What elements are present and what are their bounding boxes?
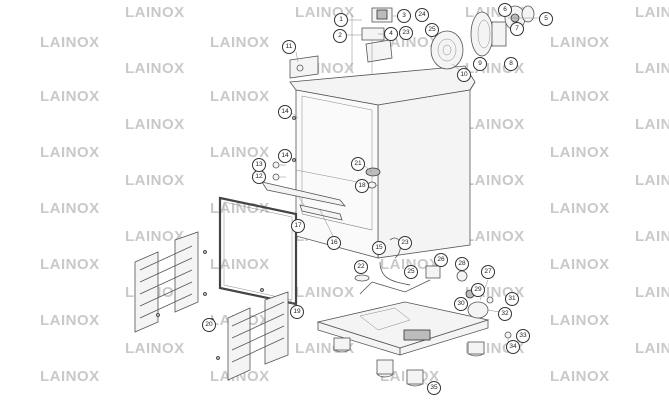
watermark-text: LAINOX — [635, 228, 669, 245]
water-pipes — [354, 237, 441, 295]
watermark-text: LAINOX — [465, 228, 525, 245]
watermark-text: LAINOX — [125, 116, 185, 133]
watermark-text: LAINOX — [40, 200, 100, 217]
watermark-text: LAINOX — [550, 200, 610, 217]
watermark-text: LAINOX — [125, 4, 185, 21]
callout-16: 16 — [327, 236, 341, 250]
callout-23: 23 — [399, 26, 413, 40]
door-gasket — [218, 196, 298, 306]
watermark-text: LAINOX — [40, 368, 100, 385]
callout-15: 15 — [372, 241, 386, 255]
watermark-text: LAINOX — [125, 60, 185, 77]
callout-8: 8 — [504, 57, 518, 71]
callout-14-lower: 14 — [278, 149, 292, 163]
callout-33: 33 — [516, 329, 530, 343]
callout-32: 32 — [498, 307, 512, 321]
callout-4: 4 — [384, 27, 398, 41]
callout-19: 19 — [290, 305, 304, 319]
callout-28: 28 — [455, 257, 469, 271]
watermark-text: LAINOX — [635, 60, 669, 77]
callout-7: 7 — [510, 22, 524, 36]
watermark-text: LAINOX — [550, 144, 610, 161]
callout-25: 25 — [425, 23, 439, 37]
callout-11: 11 — [282, 40, 296, 54]
callout-5: 5 — [539, 12, 553, 26]
callout-18: 18 — [355, 179, 369, 193]
rack-right — [227, 291, 289, 381]
oven-base — [316, 301, 490, 387]
watermark-text: LAINOX — [550, 312, 610, 329]
watermark-text: LAINOX — [210, 144, 270, 161]
callout-35: 35 — [427, 381, 441, 395]
watermark-text: LAINOX — [635, 172, 669, 189]
watermark-text: LAINOX — [40, 88, 100, 105]
watermark-text: LAINOX — [210, 34, 270, 51]
watermark-text: LAINOX — [40, 144, 100, 161]
callout-27: 27 — [481, 265, 495, 279]
watermark-text: LAINOX — [550, 88, 610, 105]
oven-body — [289, 65, 476, 259]
watermark-text: LAINOX — [295, 284, 355, 301]
callout-21: 21 — [351, 157, 365, 171]
callout-24: 24 — [415, 8, 429, 22]
top-assembly — [289, 7, 393, 79]
callout-14: 14 — [278, 105, 292, 119]
callout-29: 29 — [471, 283, 485, 297]
callout-34: 34 — [506, 340, 520, 354]
callout-30: 30 — [454, 297, 468, 311]
watermark-text: LAINOX — [40, 256, 100, 273]
watermark-text: LAINOX — [380, 256, 440, 273]
hinge-pins — [272, 161, 286, 181]
watermark-text: LAINOX — [125, 340, 185, 357]
callout-9: 9 — [473, 57, 487, 71]
watermark-text: LAINOX — [40, 34, 100, 51]
watermark-text: LAINOX — [635, 340, 669, 357]
watermark-text: LAINOX — [210, 88, 270, 105]
callout-13: 13 — [252, 158, 266, 172]
callout-23-lower: 23 — [398, 236, 412, 250]
watermark-text: LAINOX — [550, 256, 610, 273]
watermark-text: LAINOX — [125, 172, 185, 189]
watermark-text: LAINOX — [635, 116, 669, 133]
watermark-text: LAINOX — [635, 4, 669, 21]
callout-20: 20 — [202, 318, 216, 332]
callout-26: 26 — [434, 253, 448, 267]
callout-31: 31 — [505, 292, 519, 306]
callout-12: 12 — [252, 170, 266, 184]
watermark-text: LAINOX — [635, 284, 669, 301]
watermark-text: LAINOX — [125, 228, 185, 245]
callout-2: 2 — [333, 29, 347, 43]
watermark-text: LAINOX — [465, 116, 525, 133]
callout-1: 1 — [334, 13, 348, 27]
callout-22: 22 — [354, 260, 368, 274]
rack-left — [134, 231, 199, 333]
watermark-text: LAINOX — [465, 172, 525, 189]
callout-3: 3 — [397, 9, 411, 23]
callout-17: 17 — [291, 219, 305, 233]
watermark-text: LAINOX — [40, 312, 100, 329]
callout-6: 6 — [498, 3, 512, 17]
callout-25-lower: 25 — [404, 265, 418, 279]
callout-10: 10 — [457, 68, 471, 82]
watermark-text: LAINOX — [210, 256, 270, 273]
watermark-text: LAINOX — [550, 34, 610, 51]
watermark-text: LAINOX — [210, 368, 270, 385]
watermark-text: LAINOX — [550, 368, 610, 385]
